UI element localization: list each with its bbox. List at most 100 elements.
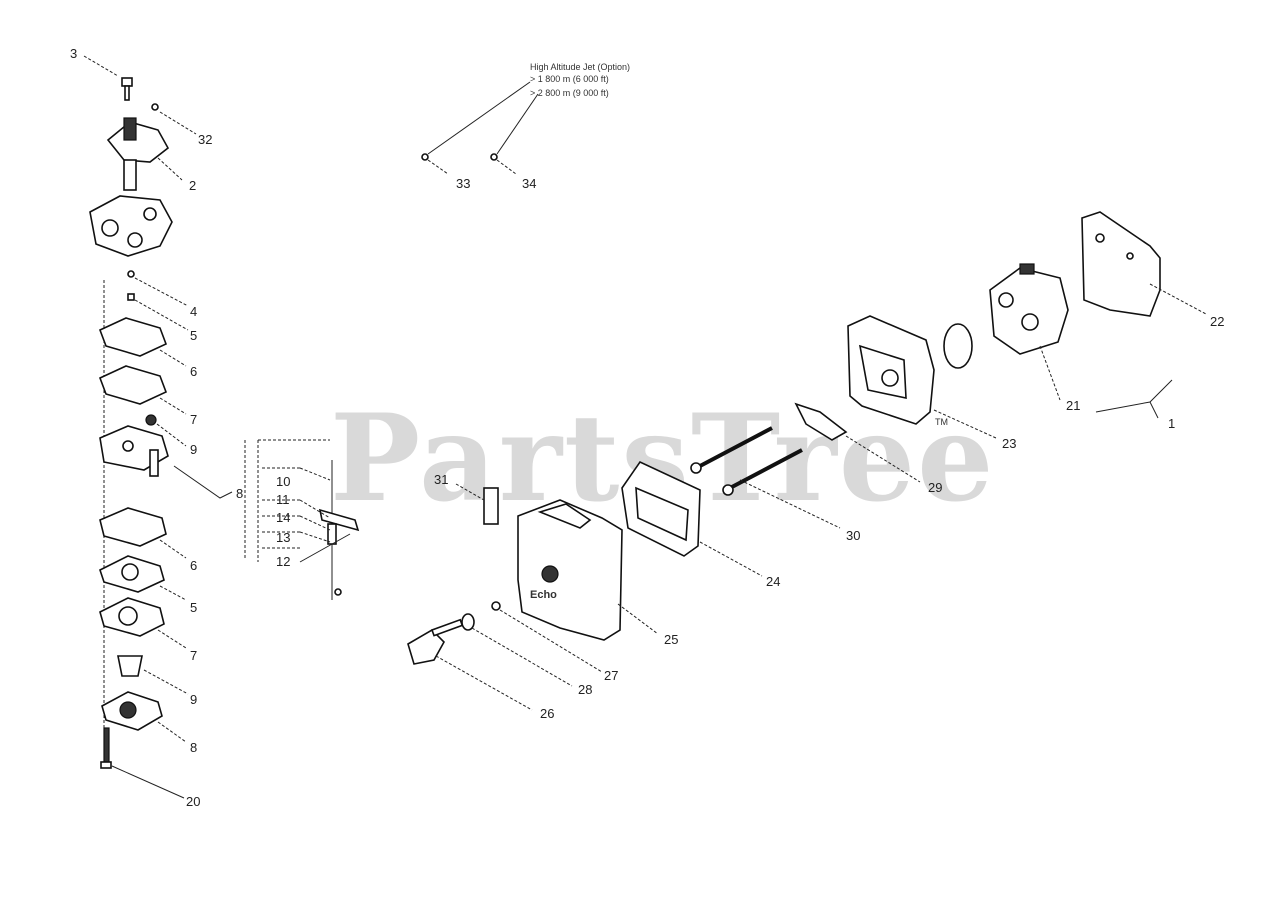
part-5-lower[interactable] xyxy=(99,555,165,593)
callout-9b: 9 xyxy=(190,692,197,707)
leader-9a xyxy=(156,423,187,447)
part-23-insulator[interactable] xyxy=(847,315,935,425)
leader-11 xyxy=(299,499,331,519)
part-3-screw[interactable] xyxy=(121,77,133,101)
callout-7a: 7 xyxy=(190,412,197,427)
part-31-label[interactable] xyxy=(483,487,499,525)
leader-8a xyxy=(173,465,233,499)
part-9-screen-upper[interactable] xyxy=(145,414,157,426)
leader-3 xyxy=(83,55,119,77)
trademark-mark: TM xyxy=(935,417,948,427)
part-30-bolts[interactable] xyxy=(690,426,803,496)
part-20-screw[interactable] xyxy=(100,727,112,769)
leader-33-note xyxy=(427,81,531,155)
leader-25 xyxy=(617,603,659,635)
callout-24: 24 xyxy=(766,574,780,589)
part-6-gasket-upper[interactable] xyxy=(98,317,168,357)
callout-32: 32 xyxy=(198,132,212,147)
note-line-1: > 1 800 m (6 000 ft) xyxy=(530,74,609,84)
callout-25: 25 xyxy=(664,632,678,647)
leader-34-note xyxy=(496,93,539,155)
part-9-cup-lower[interactable] xyxy=(117,655,143,677)
part-34-jet[interactable] xyxy=(490,153,498,161)
leader-12 xyxy=(299,533,351,563)
leader-22 xyxy=(1149,283,1207,315)
part-22-heat-shield[interactable] xyxy=(1081,211,1161,317)
leader-1-bracket xyxy=(1095,379,1173,413)
note-title: High Altitude Jet (Option) xyxy=(530,62,630,72)
part-4[interactable] xyxy=(127,270,135,278)
callout-29: 29 xyxy=(928,480,942,495)
leader-5a xyxy=(134,299,189,331)
leader-34 xyxy=(496,159,517,175)
metering-parts-bracket xyxy=(244,439,330,562)
leader-6a xyxy=(159,349,187,367)
note-line-2: > 2 800 m (9 000 ft) xyxy=(530,88,609,98)
part-29-bracket[interactable] xyxy=(794,402,848,441)
callout-30: 30 xyxy=(846,528,860,543)
leader-7b xyxy=(157,629,187,649)
part-28-washer[interactable] xyxy=(461,613,475,631)
leader-13 xyxy=(299,531,331,543)
callout-7b: 7 xyxy=(190,648,197,663)
leader-30 xyxy=(739,479,841,529)
callout-28: 28 xyxy=(578,682,592,697)
callout-14: 14 xyxy=(276,510,290,525)
leader-14 xyxy=(299,515,331,531)
callout-2: 2 xyxy=(189,178,196,193)
part-24-filter[interactable] xyxy=(621,460,701,557)
callout-21: 21 xyxy=(1066,398,1080,413)
callout-1: 1 xyxy=(1168,416,1175,431)
leader-32 xyxy=(159,111,197,135)
leader-33 xyxy=(427,159,449,175)
leader-7a xyxy=(159,397,187,415)
part-25-air-filter-cover[interactable]: Echo xyxy=(517,499,623,641)
callout-11: 11 xyxy=(276,492,290,507)
leader-10 xyxy=(299,467,331,481)
leader-20 xyxy=(111,765,185,799)
leader-2 xyxy=(157,157,183,181)
part-26-knob[interactable] xyxy=(407,618,464,665)
callout-6b: 6 xyxy=(190,558,197,573)
leader-9b xyxy=(143,669,189,695)
part-27-washer[interactable] xyxy=(491,601,501,611)
callout-10: 10 xyxy=(276,474,290,489)
part-6-gasket-lower[interactable] xyxy=(99,507,167,547)
part-7-diaphragm-upper[interactable] xyxy=(98,365,168,405)
callout-6a: 6 xyxy=(190,364,197,379)
part-2-cover[interactable] xyxy=(106,117,170,191)
callout-20: 20 xyxy=(186,794,200,809)
part-5-upper[interactable] xyxy=(127,293,135,301)
leader-31 xyxy=(455,483,485,501)
leader-5b xyxy=(159,585,187,601)
callout-34: 34 xyxy=(522,176,536,191)
part-8-pump-body[interactable] xyxy=(99,425,169,477)
leader-6b xyxy=(159,539,187,559)
part-21-carburetor[interactable] xyxy=(989,263,1069,355)
callout-13: 13 xyxy=(276,530,290,545)
part-7-diaphragm-lower[interactable] xyxy=(99,597,165,637)
callout-26: 26 xyxy=(540,706,554,721)
callout-22: 22 xyxy=(1210,314,1224,329)
part-33-jet[interactable] xyxy=(421,153,429,161)
leader-29 xyxy=(845,435,921,483)
callout-27: 27 xyxy=(604,668,618,683)
leader-8b xyxy=(157,721,187,743)
callout-3: 3 xyxy=(70,46,77,61)
leader-23 xyxy=(933,409,997,439)
callout-31: 31 xyxy=(434,472,448,487)
leader-24 xyxy=(699,541,763,577)
callout-4: 4 xyxy=(190,304,197,319)
housing-brand-logo: Echo xyxy=(530,589,557,601)
leader-21 xyxy=(1039,345,1061,401)
part-8-cover-lower[interactable] xyxy=(101,691,163,731)
part-32-plug[interactable] xyxy=(151,103,159,111)
callout-33: 33 xyxy=(456,176,470,191)
carburetor-body[interactable] xyxy=(89,195,173,257)
intake-gasket[interactable] xyxy=(943,323,973,369)
leader-1 xyxy=(1149,401,1159,419)
leader-28 xyxy=(471,627,573,687)
callout-9a: 9 xyxy=(190,442,197,457)
leader-4 xyxy=(134,277,189,307)
